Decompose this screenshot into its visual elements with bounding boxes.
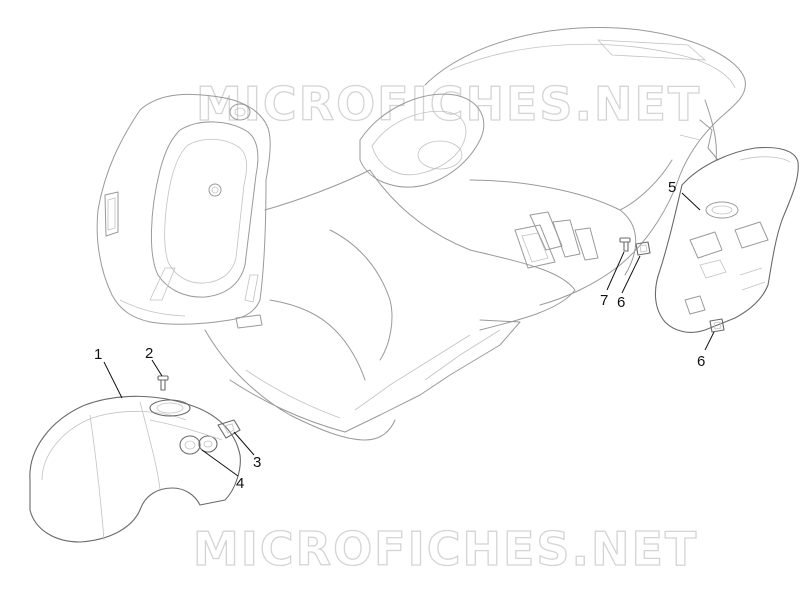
front-leg-shield xyxy=(96,93,271,329)
callout-3: 3 xyxy=(253,454,261,471)
callout-2: 2 xyxy=(145,345,153,362)
screw-part-7 xyxy=(619,237,631,252)
scooter-body-frame xyxy=(204,27,746,441)
front-mudguard xyxy=(29,395,241,543)
callout-7: 7 xyxy=(600,292,608,309)
clip-part-6-lower xyxy=(709,318,725,333)
screw-part-2 xyxy=(157,375,169,391)
clip-part-6-upper xyxy=(635,241,651,256)
rear-mudguard xyxy=(654,146,799,333)
callout-5: 5 xyxy=(668,179,676,196)
callout-6-lower: 6 xyxy=(697,353,705,370)
clip-part-3 xyxy=(217,419,241,439)
callout-4: 4 xyxy=(236,475,244,492)
leader-lines xyxy=(103,192,715,477)
callout-6-upper: 6 xyxy=(617,294,625,311)
watermark-bottom: MICROFICHES.NET xyxy=(193,522,698,576)
callout-1: 1 xyxy=(94,346,102,363)
watermark-top: MICROFICHES.NET xyxy=(196,77,701,131)
